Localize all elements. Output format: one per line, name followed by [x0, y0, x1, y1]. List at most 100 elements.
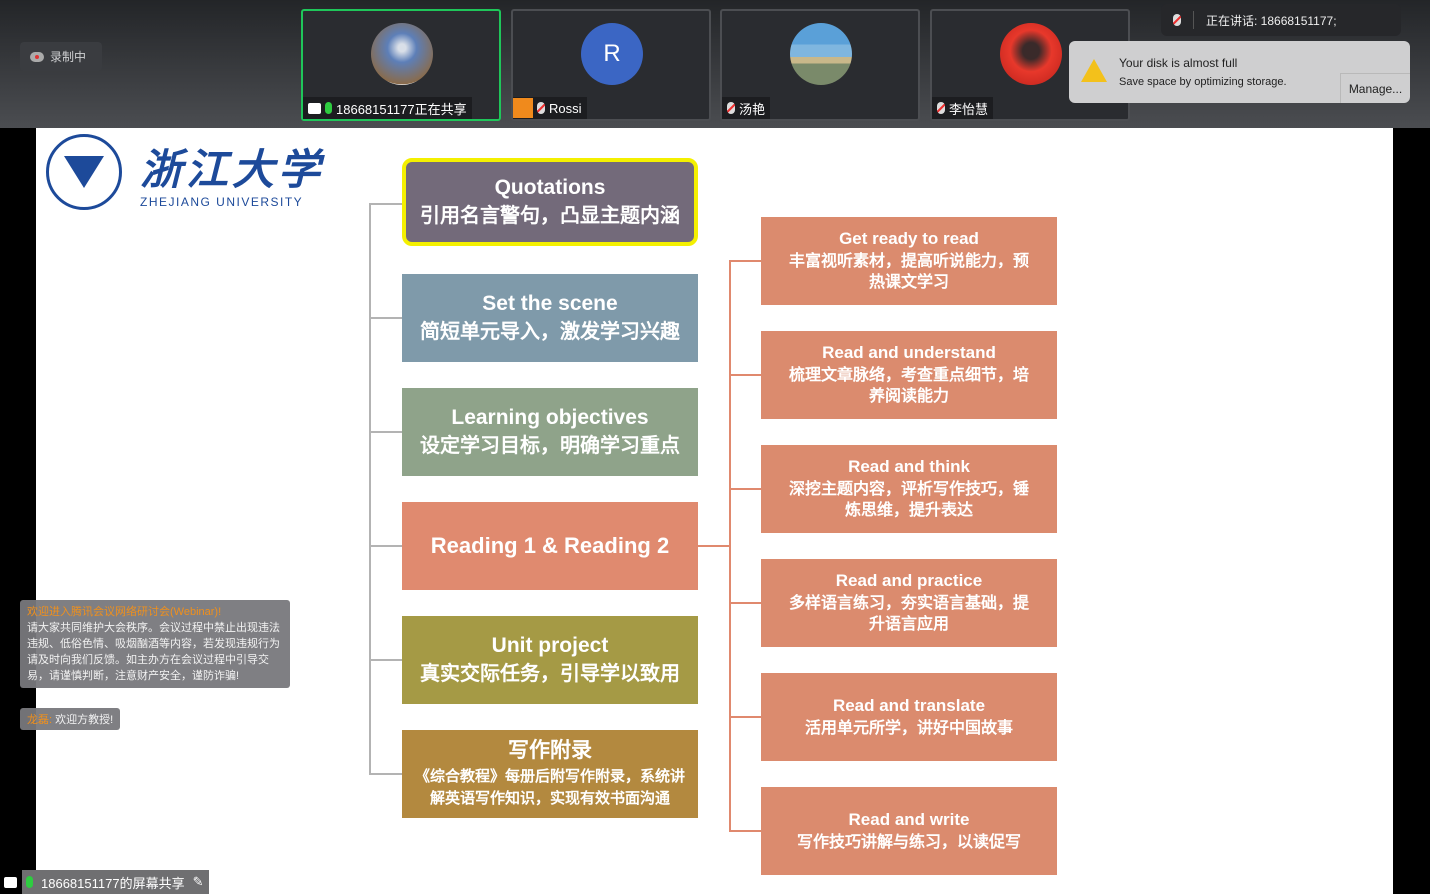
box-unit-project: Unit project 真实交际任务，引导学以致用 — [402, 616, 698, 704]
avatar — [790, 23, 852, 85]
shared-slide: 浙江大学 ZHEJIANG UNIVERSITY Quotations 引用名言… — [36, 128, 1393, 894]
box-title: 写作附录 — [508, 739, 592, 763]
avatar: R — [581, 23, 643, 85]
box-desc: 引用名言警句，凸显主题内涵 — [420, 204, 680, 227]
screen-share-icon — [308, 102, 321, 114]
box-reading: Reading 1 & Reading 2 — [402, 502, 698, 590]
university-seal-icon — [46, 134, 122, 210]
participant-tile[interactable]: 18668151177正在共享 — [301, 9, 501, 121]
connector-line — [729, 830, 761, 832]
box-title: Read and write — [848, 809, 970, 829]
notification-title: Your disk is almost full — [1119, 56, 1238, 70]
box-writing-appendix: 写作附录 《综合教程》每册后附写作附录，系统讲解英语写作知识，实现有效书面沟通 — [402, 730, 698, 818]
box-set-the-scene: Set the scene 简短单元导入，激发学习兴趣 — [402, 274, 698, 362]
connector-line — [729, 260, 761, 262]
box-learning-objectives: Learning objectives 设定学习目标，明确学习重点 — [402, 388, 698, 476]
screen-share-icon — [4, 876, 17, 888]
mic-muted-icon — [937, 102, 945, 114]
divider — [1193, 11, 1194, 29]
logo-en: ZHEJIANG UNIVERSITY — [140, 194, 304, 209]
participant-namebar: 18668151177正在共享 — [303, 97, 472, 119]
meeting-top-bar: 录制中 18668151177正在共享 R Rossi 汤艳 李怡慧 — [0, 0, 1430, 128]
box-desc: 《综合教程》每册后附写作附录，系统讲解英语写作知识，实现有效书面沟通 — [414, 767, 685, 808]
box-read-and-think: Read and think 深挖主题内容，评析写作技巧，锤炼思维，提升表达 — [761, 445, 1057, 533]
participant-namebar: 汤艳 — [722, 97, 771, 119]
chat-sender: 龙磊: — [27, 714, 53, 726]
connector-line — [369, 431, 402, 433]
pencil-icon[interactable]: ✎ — [192, 874, 204, 889]
connector-line — [729, 488, 761, 490]
box-desc: 多样语言练习，夯实语言基础，提升语言应用 — [789, 594, 1030, 634]
box-title: Unit project — [491, 634, 609, 658]
box-read-and-write: Read and write 写作技巧讲解与练习，以读促写 — [761, 787, 1057, 875]
connector-line — [369, 545, 402, 547]
university-logo: 浙江大学 ZHEJIANG UNIVERSITY — [46, 134, 324, 210]
warning-icon — [1081, 59, 1107, 82]
box-title: Read and think — [848, 456, 970, 476]
box-title: Set the scene — [482, 292, 618, 316]
chat-welcome-body: 请大家共同维护大会秩序。会议过程中禁止出现违法违规、低俗色情、吸烟酗酒等内容，若… — [27, 622, 280, 682]
connector-line — [729, 374, 761, 376]
disk-full-notification[interactable]: Your disk is almost full Save space by o… — [1069, 41, 1410, 103]
cloud-record-icon — [30, 51, 44, 62]
box-title: Read and understand — [822, 342, 996, 362]
box-read-and-understand: Read and understand 梳理文章脉络，考查重点细节，培养阅读能力 — [761, 331, 1057, 419]
manage-button[interactable]: Manage... — [1340, 73, 1410, 103]
logo-cn: 浙江大学 — [140, 144, 325, 194]
share-label-box: 18668151177的屏幕共享 ✎ — [22, 870, 210, 894]
box-desc: 活用单元所学，讲好中国故事 — [804, 719, 1013, 737]
box-desc: 设定学习目标，明确学习重点 — [420, 434, 680, 457]
box-quotations: Quotations 引用名言警句，凸显主题内涵 — [402, 158, 698, 246]
box-title: Read and translate — [832, 695, 986, 715]
participant-name: Rossi — [549, 100, 582, 116]
chat-welcome-title: 欢迎进入腾讯会议网络研讨会(Webinar)! — [27, 606, 222, 618]
mic-muted-icon — [537, 102, 545, 114]
speaking-indicator: 正在讲话: 18668151177; — [1161, 4, 1401, 36]
screen-share-label[interactable]: 18668151177的屏幕共享 ✎ — [0, 870, 223, 894]
recording-label: 录制中 — [50, 50, 87, 64]
chat-message: 龙磊: 欢迎方教授! — [20, 708, 121, 730]
box-title: Learning objectives — [451, 406, 649, 430]
box-read-and-practice: Read and practice 多样语言练习，夯实语言基础，提升语言应用 — [761, 559, 1057, 647]
connector-line — [698, 545, 730, 547]
mic-on-icon — [26, 876, 33, 888]
participant-name: 李怡慧 — [949, 101, 989, 117]
avatar — [1000, 23, 1062, 85]
connector-line — [369, 317, 402, 319]
box-title: Read and practice — [835, 570, 983, 590]
connector-line — [369, 203, 371, 775]
mic-muted-icon — [727, 102, 735, 114]
participant-namebar: 李怡慧 — [932, 97, 994, 119]
connector-line — [369, 773, 402, 775]
box-desc: 写作技巧讲解与练习，以读促写 — [796, 833, 1021, 851]
mic-on-icon — [325, 102, 332, 114]
share-label-text: 18668151177的屏幕共享 — [41, 875, 185, 891]
box-get-ready-to-read: Get ready to read 丰富视听素材，提高听说能力，预热课文学习 — [761, 217, 1057, 305]
connector-line — [729, 260, 731, 832]
connector-line — [729, 716, 761, 718]
participant-tile[interactable]: R Rossi — [511, 9, 711, 121]
box-desc: 真实交际任务，引导学以致用 — [420, 662, 680, 685]
mic-muted-icon — [1173, 14, 1181, 26]
recording-indicator[interactable]: 录制中 — [20, 42, 102, 71]
notification-body: Save space by optimizing storage. — [1119, 76, 1287, 88]
chat-welcome-message: 欢迎进入腾讯会议网络研讨会(Webinar)! 请大家共同维护大会秩序。会议过程… — [20, 600, 290, 688]
participant-name: 汤艳 — [739, 101, 766, 117]
participant-namebar: Rossi — [513, 97, 587, 119]
box-title: Get ready to read — [839, 228, 979, 248]
speaking-text: 正在讲话: 18668151177; — [1206, 13, 1337, 28]
connector-line — [369, 659, 402, 661]
chat-text: 欢迎方教授! — [55, 714, 114, 726]
box-desc: 深挖主题内容，评析写作技巧，锤炼思维，提升表达 — [789, 480, 1030, 520]
person-icon — [513, 98, 533, 118]
connector-line — [729, 602, 761, 604]
box-title: Reading 1 & Reading 2 — [430, 533, 670, 559]
box-read-and-translate: Read and translate 活用单元所学，讲好中国故事 — [761, 673, 1057, 761]
participant-tile[interactable]: 汤艳 — [720, 9, 920, 121]
connector-line — [369, 203, 402, 205]
avatar — [371, 23, 433, 85]
box-desc: 丰富视听素材，提高听说能力，预热课文学习 — [789, 252, 1030, 292]
participant-name: 18668151177正在共享 — [336, 101, 467, 117]
box-desc: 简短单元导入，激发学习兴趣 — [420, 320, 680, 343]
box-desc: 梳理文章脉络，考查重点细节，培养阅读能力 — [789, 366, 1030, 406]
